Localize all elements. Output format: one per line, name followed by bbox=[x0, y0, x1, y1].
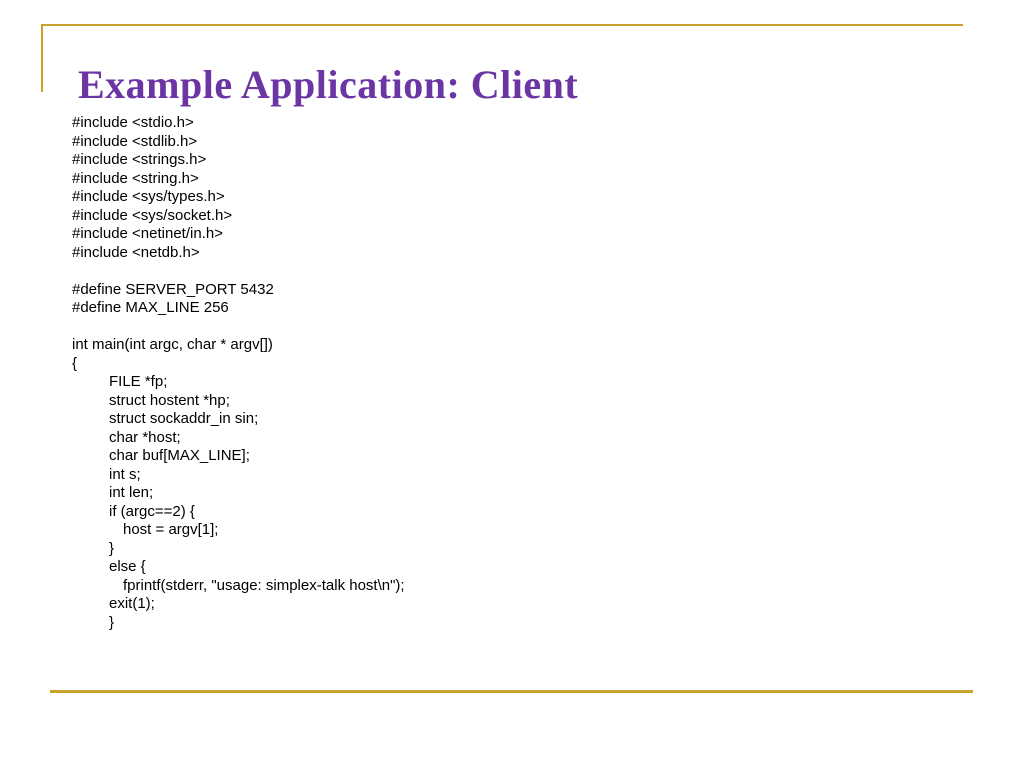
code-line: #include <strings.h> bbox=[72, 151, 207, 168]
code-line: int s; bbox=[109, 465, 141, 483]
code-line: #include <netdb.h> bbox=[72, 243, 200, 261]
code-line: char *host; bbox=[109, 428, 181, 446]
code-line: char buf[MAX_LINE]; bbox=[109, 447, 250, 464]
code-block: #include <stdio.h>#include <stdlib.h>#in… bbox=[72, 114, 405, 632]
code-line: int len; bbox=[109, 484, 154, 501]
bottom-accent-rule bbox=[50, 690, 973, 693]
code-line bbox=[72, 262, 405, 281]
code-line: if (argc==2) { bbox=[109, 502, 195, 520]
code-line: #define MAX_LINE 256 bbox=[72, 299, 229, 316]
slide-title: Example Application: Client bbox=[78, 61, 579, 107]
code-line: struct hostent *hp; bbox=[109, 391, 230, 409]
code-line: exit(1); bbox=[109, 595, 155, 612]
code-line: struct sockaddr_in sin; bbox=[109, 410, 259, 427]
code-line: #include <stdlib.h> bbox=[72, 132, 198, 150]
code-line: else { bbox=[109, 558, 146, 575]
code-line: { bbox=[72, 354, 78, 372]
code-line: #include <sys/socket.h> bbox=[72, 206, 233, 224]
code-line: #include <sys/types.h> bbox=[72, 188, 225, 205]
code-line: FILE *fp; bbox=[109, 373, 168, 390]
code-line: #include <netinet/in.h> bbox=[72, 225, 223, 242]
code-line: #define SERVER_PORT 5432 bbox=[72, 280, 274, 298]
code-line: int main(int argc, char * argv[]) bbox=[72, 336, 273, 353]
code-line: host = argv[1]; bbox=[123, 521, 219, 538]
code-line: fprintf(stderr, "usage: simplex-talk hos… bbox=[123, 576, 405, 594]
code-line: } bbox=[109, 539, 115, 557]
top-accent-rule bbox=[42, 24, 963, 26]
code-line: } bbox=[109, 613, 115, 631]
code-line: #include <stdio.h> bbox=[72, 114, 194, 131]
code-line: #include <string.h> bbox=[72, 169, 199, 187]
left-accent-rule bbox=[41, 24, 43, 92]
code-line bbox=[72, 318, 405, 337]
